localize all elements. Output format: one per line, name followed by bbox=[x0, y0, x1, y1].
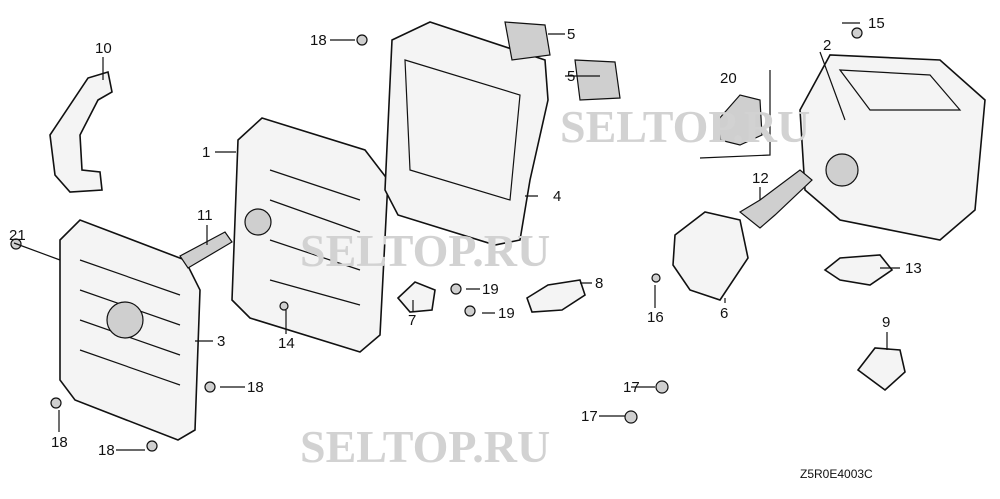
callout-label: 1 bbox=[202, 144, 210, 161]
callout-labels: 10 18 5 5 20 15 2 1 4 11 12 21 13 8 19 1… bbox=[9, 15, 922, 459]
callout-label: 10 bbox=[95, 40, 112, 57]
gasket-part bbox=[526, 279, 586, 313]
watermark: SELTOP.RU bbox=[300, 225, 550, 276]
callout-label: 7 bbox=[408, 312, 416, 329]
callout-label: 6 bbox=[720, 305, 728, 322]
callout-label: 11 bbox=[197, 207, 213, 224]
bolt-parts bbox=[10, 27, 863, 452]
protector-part bbox=[384, 21, 549, 246]
callout-label: 21 bbox=[9, 227, 26, 244]
callout-label: 8 bbox=[595, 275, 603, 292]
spark-screen-part bbox=[738, 169, 813, 229]
callout-label: 19 bbox=[498, 305, 515, 322]
plate-part bbox=[504, 21, 551, 61]
tube-part bbox=[179, 231, 233, 269]
callout-label: 2 bbox=[823, 37, 831, 54]
guard-hole bbox=[106, 301, 144, 339]
leader-lines bbox=[13, 22, 900, 451]
callout-label: 9 bbox=[882, 314, 890, 331]
callout-label: 12 bbox=[752, 170, 769, 187]
muffler-part bbox=[231, 117, 389, 353]
callout-label: 18 bbox=[98, 442, 115, 459]
callout-label: 15 bbox=[868, 15, 885, 32]
cover-part bbox=[799, 54, 986, 241]
callout-label: 18 bbox=[247, 379, 264, 396]
drawing-code: Z5R0E4003C bbox=[800, 467, 873, 481]
callout-label: 17 bbox=[581, 408, 598, 425]
gasket-part bbox=[856, 347, 906, 392]
callout-label: 3 bbox=[217, 333, 225, 350]
watermark: SELTOP.RU bbox=[300, 421, 550, 472]
callout-label: 18 bbox=[51, 434, 68, 451]
muffler-outlet bbox=[244, 208, 272, 236]
cover-outlet bbox=[825, 153, 859, 187]
bracket-part bbox=[49, 70, 113, 193]
deflector-part bbox=[672, 211, 749, 301]
callout-label: 5 bbox=[567, 68, 575, 85]
gasket-part bbox=[823, 254, 894, 286]
callout-label: 14 bbox=[278, 335, 295, 352]
callout-label: 17 bbox=[623, 379, 640, 396]
screen-part bbox=[717, 94, 763, 146]
callout-label: 5 bbox=[567, 26, 575, 43]
callout-label: 4 bbox=[553, 188, 561, 205]
gasket-part bbox=[396, 281, 436, 313]
watermark: SELTOP.RU bbox=[560, 101, 810, 152]
callout-label: 20 bbox=[720, 70, 737, 87]
callout-label: 19 bbox=[482, 281, 499, 298]
callout-label: 18 bbox=[310, 32, 327, 49]
plate-part bbox=[574, 59, 621, 101]
callout-label: 13 bbox=[905, 260, 922, 277]
callout-label: 16 bbox=[647, 309, 664, 326]
